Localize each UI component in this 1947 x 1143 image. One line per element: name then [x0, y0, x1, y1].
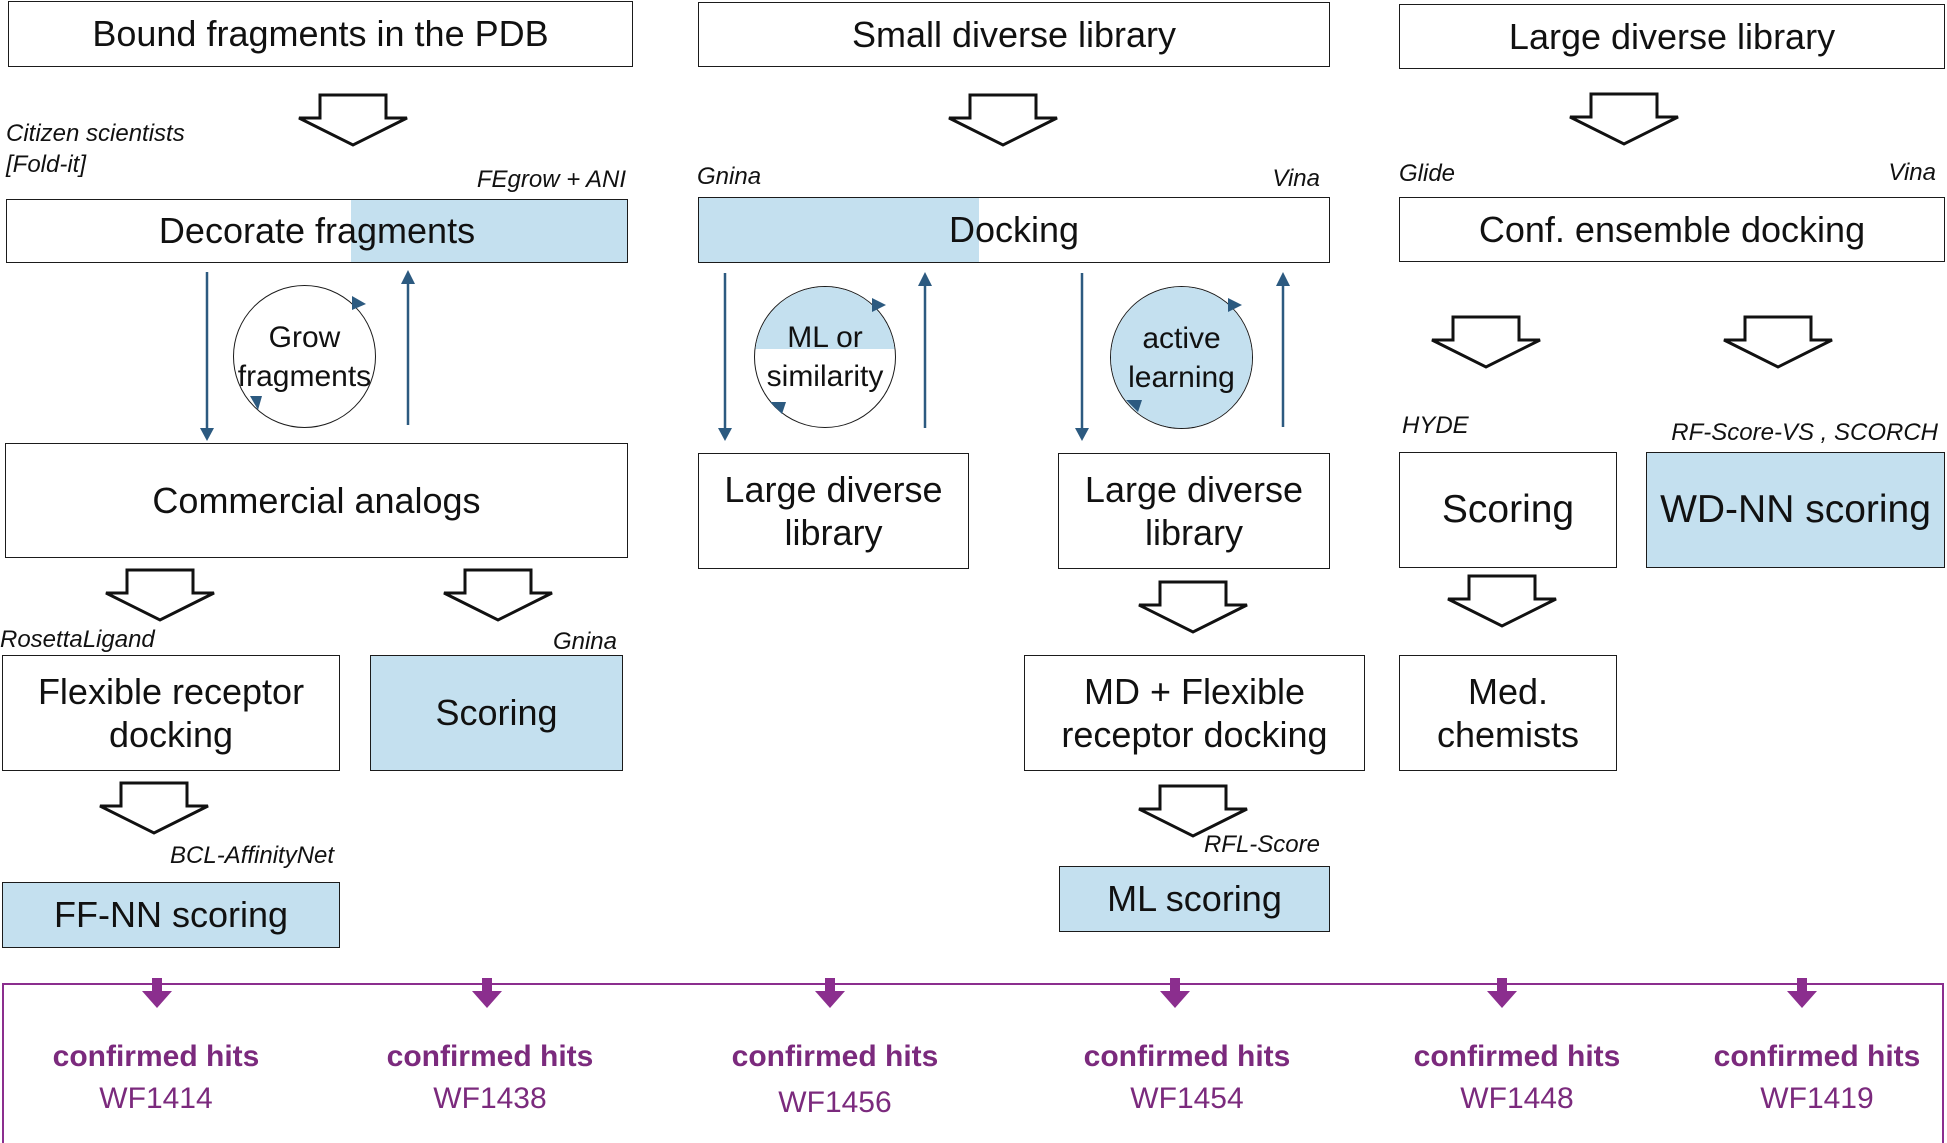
med-chemists-text: Med. chemists	[1436, 670, 1580, 755]
md-flexible-docking-text: MD + Flexible receptor docking	[1061, 670, 1328, 755]
wdnn-scoring-box: WD-NN scoring	[1646, 452, 1945, 568]
hollow-arrow-to-ml-scoring	[1137, 784, 1249, 838]
cycle-arrowhead-al-bottom	[1126, 400, 1142, 412]
grow-fragments-text: Grow fragments	[237, 320, 372, 393]
ml-scoring-text: ML scoring	[1107, 878, 1282, 920]
hit-5-id: WF1448	[1460, 1082, 1574, 1115]
large-diverse-library-left-text: Large diverse library	[724, 468, 943, 553]
decorate-fragments-text: Decorate fragments	[158, 210, 476, 252]
hit-2-title: confirmed hits	[386, 1040, 594, 1073]
commercial-analogs-text: Commercial analogs	[152, 479, 481, 521]
hit-4: confirmed hits WF1454	[1057, 1040, 1317, 1116]
hollow-arrow-to-ffnn	[98, 781, 210, 835]
hit-6-title: confirmed hits	[1713, 1040, 1921, 1073]
label-gnina-col1: Gnina	[552, 628, 617, 655]
hit-1: confirmed hits WF1414	[26, 1040, 286, 1116]
purple-arrow-1	[142, 978, 172, 1008]
scoring-box-col3: Scoring	[1399, 452, 1617, 568]
header-bound-fragments: Bound fragments in the PDB	[8, 1, 633, 67]
wdnn-scoring-text: WD-NN scoring	[1660, 487, 1931, 531]
header-small-diverse-library: Small diverse library	[698, 2, 1330, 67]
hollow-arrow-to-med	[1446, 574, 1558, 628]
hit-4-title: confirmed hits	[1083, 1040, 1291, 1073]
decorate-highlight	[351, 200, 627, 262]
med-chemists-box: Med. chemists	[1399, 655, 1617, 771]
label-glide: Glide	[1399, 160, 1456, 187]
hollow-arrow-col3-top	[1568, 92, 1680, 146]
purple-arrow-5	[1487, 978, 1517, 1008]
scoring-text-col1: Scoring	[435, 692, 558, 734]
flexible-receptor-docking-box: Flexible receptor docking	[2, 655, 340, 771]
cycle-arrowhead-ml-top	[872, 298, 886, 312]
purple-arrow-6	[1787, 978, 1817, 1008]
hollow-arrow-col1-top	[297, 93, 409, 147]
flexible-receptor-docking-text: Flexible receptor docking	[37, 670, 305, 755]
purple-arrow-2	[472, 978, 502, 1008]
hit-6-id: WF1419	[1760, 1082, 1874, 1115]
md-flexible-docking-box: MD + Flexible receptor docking	[1024, 655, 1365, 771]
cycle-arrowhead-grow-top	[352, 296, 366, 310]
hit-4-id: WF1454	[1130, 1082, 1244, 1115]
ffnn-scoring-text: FF-NN scoring	[53, 894, 289, 936]
hit-2: confirmed hits WF1438	[360, 1040, 620, 1116]
scoring-text-col3: Scoring	[1441, 487, 1575, 531]
docking-box: Docking	[698, 197, 1330, 263]
conf-ensemble-docking-box: Conf. ensemble docking	[1399, 197, 1945, 262]
scoring-box-col1: Scoring	[370, 655, 623, 771]
label-hyde: HYDE	[1402, 412, 1469, 439]
label-fegrow-ani: FEgrow + ANI	[476, 166, 626, 193]
hollow-arrow-to-flex-dock	[104, 568, 216, 622]
commercial-analogs-box: Commercial analogs	[5, 443, 628, 558]
large-diverse-library-left: Large diverse library	[698, 453, 969, 569]
hollow-arrow-to-md	[1137, 580, 1249, 634]
hollow-arrow-to-hyde	[1430, 315, 1542, 369]
hollow-arrow-col2-top	[947, 93, 1059, 147]
header-large-diverse-library: Large diverse library	[1399, 4, 1945, 69]
hit-3: confirmed hits WF1456	[705, 1040, 965, 1120]
large-diverse-library-right-text: Large diverse library	[1084, 468, 1304, 553]
label-gnina-col2: Gnina	[697, 163, 762, 190]
ml-similarity-highlight	[755, 287, 895, 349]
header-small-diverse-text: Small diverse library	[851, 13, 1177, 55]
hit-3-id: WF1456	[778, 1086, 892, 1119]
cycle-arrowhead-grow-bottom	[250, 396, 262, 410]
label-rf-score-scorch: RF-Score-VS , SCORCH	[1671, 419, 1938, 446]
label-rosettaligand: RosettaLigand	[0, 626, 155, 653]
hit-1-id: WF1414	[99, 1082, 213, 1115]
large-diverse-library-right: Large diverse library	[1058, 453, 1330, 569]
docking-text: Docking	[948, 209, 1080, 251]
hit-5-title: confirmed hits	[1413, 1040, 1621, 1073]
ffnn-scoring-box: FF-NN scoring	[2, 882, 340, 948]
hit-2-id: WF1438	[433, 1082, 547, 1115]
purple-arrow-3	[815, 978, 845, 1008]
confirmed-hits-panel	[2, 983, 1944, 1143]
label-rfl-score: RFL-Score	[1203, 831, 1320, 858]
label-vina-col3: Vina	[1888, 159, 1936, 186]
cycle-arrowhead-al-top	[1228, 298, 1242, 312]
header-large-diverse-text: Large diverse library	[1508, 15, 1836, 57]
conf-ensemble-docking-text: Conf. ensemble docking	[1478, 208, 1866, 250]
hollow-arrow-to-scoring	[442, 568, 554, 622]
ml-similarity-text: ML or similarity	[766, 321, 884, 393]
ml-scoring-box: ML scoring	[1059, 866, 1330, 932]
label-bcl-affinitynet: BCL-AffinityNet	[170, 842, 335, 869]
hit-5: confirmed hits WF1448	[1387, 1040, 1647, 1116]
header-bound-fragments-text: Bound fragments in the PDB	[92, 13, 549, 55]
hollow-arrow-to-wdnn	[1722, 315, 1834, 369]
cycle-arrowhead-ml-bottom	[770, 402, 786, 414]
label-citizen-scientists: Citizen scientists [Fold-it]	[6, 120, 185, 179]
docking-highlight	[699, 198, 979, 262]
purple-arrow-4	[1160, 978, 1190, 1008]
decorate-fragments-box: Decorate fragments	[6, 199, 628, 263]
hit-1-title: confirmed hits	[52, 1040, 260, 1073]
label-vina-col2: Vina	[1272, 165, 1320, 192]
hit-3-title: confirmed hits	[731, 1040, 939, 1073]
active-learning-text: active learning	[1128, 321, 1235, 394]
hit-6: confirmed hits WF1419	[1687, 1040, 1947, 1116]
